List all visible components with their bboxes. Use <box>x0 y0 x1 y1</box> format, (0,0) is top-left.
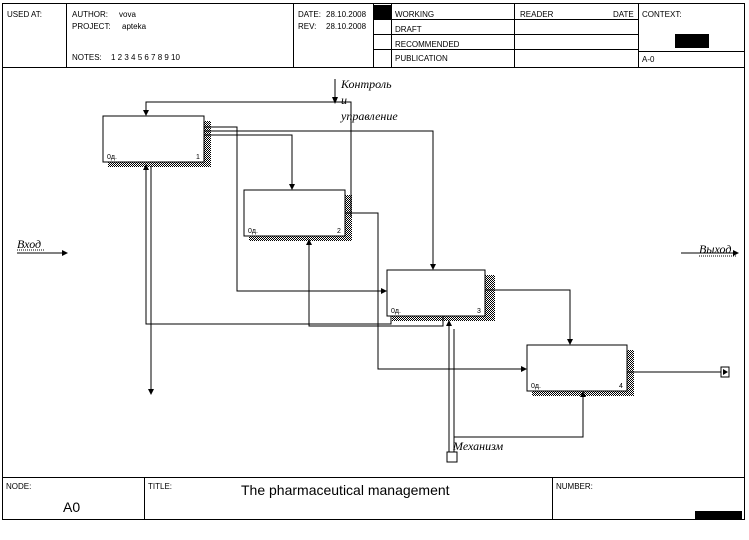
working-status-marker <box>374 5 391 19</box>
mechanism-label: Механизм <box>452 439 503 453</box>
status-draft: DRAFT <box>395 25 422 34</box>
date-label: DATE: <box>298 10 321 19</box>
box-4-number: 4 <box>619 383 623 390</box>
diagram-footer: NODE: A0 TITLE: The pharmaceutical manag… <box>3 477 744 520</box>
status-working: WORKING <box>395 10 435 19</box>
number-box <box>695 511 742 519</box>
author-label: AUTHOR: <box>72 10 108 19</box>
activity-box-2[interactable] <box>243 189 352 241</box>
diagram-header: USED AT: AUTHOR: vova PROJECT: apteka NO… <box>3 4 744 68</box>
output-label: Выход <box>699 242 731 256</box>
box-3-number: 3 <box>477 308 481 315</box>
activity-box-3[interactable] <box>386 269 495 321</box>
status-recommended: RECOMMENDED <box>395 40 460 49</box>
reader-date-label: DATE <box>613 10 634 19</box>
mechanism-tunnel-icon <box>446 451 458 463</box>
project-label: PROJECT: <box>72 22 111 31</box>
notes-label: NOTES: <box>72 53 102 62</box>
date-value: 28.10.2008 <box>326 10 367 19</box>
idef0-diagram: 0д. 1 0д. 2 0д. 3 0д. 4 Контроль и управ… <box>17 77 739 463</box>
arrows <box>17 79 737 459</box>
box-2-prefix: 0д. <box>248 228 258 235</box>
node-value: A0 <box>63 499 81 515</box>
box-4-prefix: 0д. <box>531 383 541 390</box>
reader-label: READER <box>520 10 554 19</box>
context-label: CONTEXT: <box>642 10 682 19</box>
box-1-prefix: 0д. <box>107 154 117 161</box>
activity-box-1[interactable] <box>102 115 211 167</box>
node-label: NODE: <box>6 482 32 491</box>
context-node: A-0 <box>642 55 655 64</box>
control-label-line3: управление <box>340 109 398 123</box>
project-value: apteka <box>122 22 147 31</box>
activity-box-4[interactable] <box>526 344 634 396</box>
notes-numbers: 1 2 3 4 5 6 7 8 9 10 <box>111 53 180 62</box>
diagram-title: The pharmaceutical management <box>241 482 450 498</box>
idef0-frame: USED AT: AUTHOR: vova PROJECT: apteka NO… <box>2 3 745 520</box>
box-2-number: 2 <box>337 228 341 235</box>
number-label: NUMBER: <box>556 482 593 491</box>
status-publication: PUBLICATION <box>395 54 448 63</box>
rev-value: 28.10.2008 <box>326 22 367 31</box>
box-1-number: 1 <box>196 154 200 161</box>
rev-label: REV: <box>298 22 317 31</box>
control-label-line1: Контроль <box>340 77 392 91</box>
control-label-line2: и <box>341 93 347 107</box>
box-3-prefix: 0д. <box>391 308 401 315</box>
arrowheads <box>62 97 739 397</box>
context-box <box>675 34 709 48</box>
author-value: vova <box>119 10 136 19</box>
title-label: TITLE: <box>148 482 173 491</box>
used-at-label: USED AT: <box>7 10 42 19</box>
input-label: Вход <box>17 237 41 251</box>
